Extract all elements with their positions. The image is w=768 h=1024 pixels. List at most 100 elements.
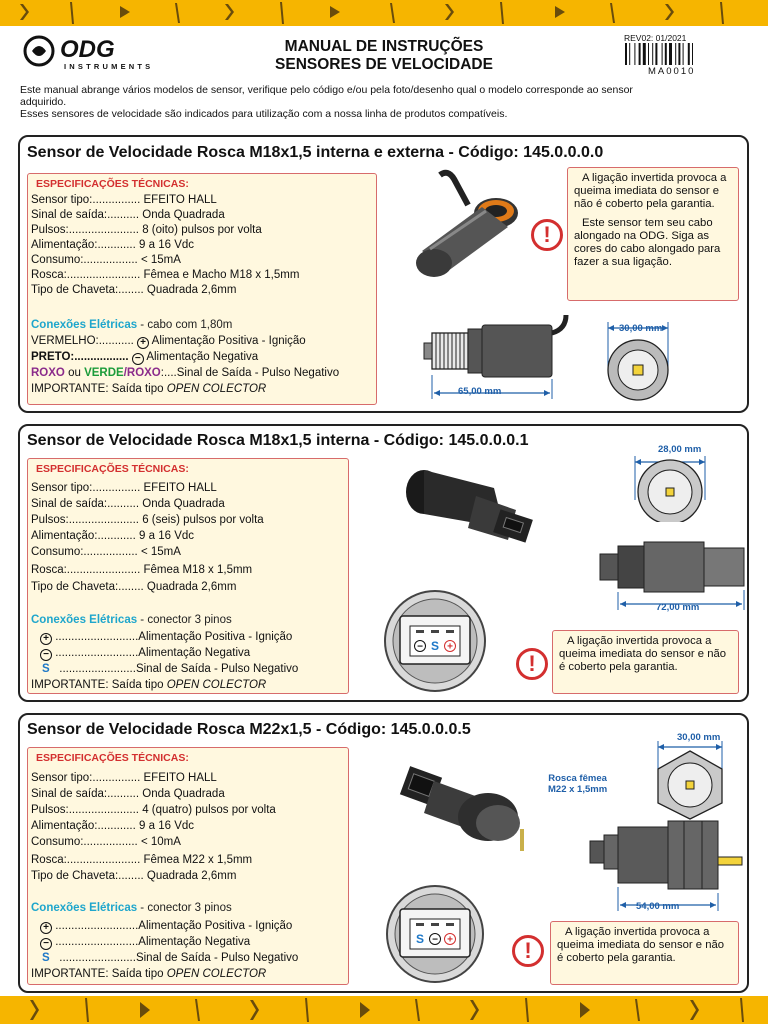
- page-title-line-2: SENSORES DE VELOCIDADE: [275, 56, 493, 73]
- length-dimension: 72,00 mm: [656, 602, 700, 613]
- intro-text: Este manual abrange vários modelos de se…: [20, 84, 740, 121]
- section-title: Sensor de Velocidade Rosca M18x1,5 inter…: [27, 144, 604, 161]
- spec-row-pulses: Pulsos:...................... 4 (quatro)…: [31, 804, 276, 816]
- spec-row-output: Sinal de saída:.......... Onda Quadrada: [31, 788, 225, 800]
- plus-icon: +: [40, 922, 52, 934]
- intro-line-3: Esses sensores de velocidade são indicad…: [20, 108, 508, 121]
- important-note: IMPORTANTE: Saída tipo OPEN COLECTOR: [31, 383, 267, 395]
- document-code: MA0010: [648, 66, 696, 77]
- signal-icon: S: [42, 663, 50, 675]
- warning-text: A ligação invertida provoca a queima ime…: [559, 635, 727, 673]
- warning-icon: !: [531, 219, 563, 251]
- spec-row-thread: Rosca:....................... Fêmea M22 …: [31, 854, 253, 866]
- spec-row-consumption: Consumo:................. < 10mA: [31, 836, 181, 848]
- conn-row-red: VERMELHO:........... + Alimentação Posit…: [31, 335, 306, 349]
- sensor-card-145-0-0-0-0: Sensor de Velocidade Rosca M18x1,5 inter…: [18, 135, 749, 413]
- warning-text: A ligação invertida provoca a queima ime…: [557, 926, 725, 964]
- section-title: Sensor de Velocidade Rosca M22x1,5 - Cód…: [27, 721, 471, 738]
- conn-row-signal: S ........................Sinal de Saída…: [42, 663, 299, 675]
- revision-label: REV02: 01/2021: [624, 33, 687, 43]
- pin-3-label: +: [447, 935, 453, 946]
- sensor-side-drawing: [599, 541, 745, 610]
- pin-3-label: +: [447, 642, 453, 653]
- connector-pinout-drawing: − S +: [384, 590, 486, 692]
- length-dimension: 54,00 mm: [636, 901, 680, 912]
- sensor-front-view: [657, 741, 723, 820]
- warning-icon: !: [512, 935, 544, 967]
- warning-box: A ligação invertida provoca a queima ime…: [550, 921, 739, 985]
- important-note: IMPORTANTE: Saída tipo OPEN COLECTOR: [31, 968, 267, 980]
- warning-box: A ligação invertida provoca a queima ime…: [552, 630, 739, 694]
- spec-row-thread: Rosca:....................... Fêmea M18 …: [31, 564, 253, 576]
- spec-row-consumption: Consumo:................. < 15mA: [31, 254, 181, 266]
- spec-row-key: Tipo de Chaveta:........ Quadrada 2,6mm: [31, 870, 237, 882]
- signal-icon: S: [42, 952, 50, 964]
- connections-heading: Conexões Elétricas - conector 3 pinos: [31, 902, 232, 914]
- minus-icon: −: [40, 938, 52, 950]
- conn-row-positive: + ..........................Alimentação …: [40, 919, 292, 935]
- spec-row-thread: Rosca:....................... Fêmea e Ma…: [31, 269, 300, 281]
- spec-row-power: Alimentação:............ 9 a 16 Vdc: [31, 820, 195, 832]
- conn-row-black: PRETO:................. − Alimentação Ne…: [31, 351, 259, 365]
- important-note: IMPORTANTE: Saída tipo OPEN COLECTOR: [31, 679, 267, 691]
- diameter-dimension: 30,00 mm: [677, 732, 721, 743]
- connections-heading: Conexões Elétricas - conector 3 pinos: [31, 614, 232, 626]
- extended-cable-note: Este sensor tem seu cabo alongado na ODG…: [574, 217, 721, 268]
- conn-row-negative: − ..........................Alimentação …: [40, 646, 250, 662]
- intro-line-2: adquirido.: [20, 96, 67, 109]
- warning-box: A ligação invertida provoca a queima ime…: [567, 167, 739, 301]
- conn-row-positive: + ..........................Alimentação …: [40, 630, 292, 646]
- spec-row-sensor-type: Sensor tipo:............... EFEITO HALL: [31, 772, 217, 784]
- bottom-decorative-band: [0, 996, 768, 1024]
- pin-1-label: −: [417, 642, 423, 653]
- conn-row-purple: ROXO ou VERDE/ROXO:....Sinal de Saída - …: [31, 367, 340, 379]
- spec-row-pulses: Pulsos:...................... 8 (oito) p…: [31, 224, 262, 236]
- thread-label: Rosca fêmea M22 x 1,5mm: [548, 773, 608, 795]
- spec-heading: ESPECIFICAÇÕES TÉCNICAS:: [36, 752, 189, 764]
- odg-logo: ODG INSTRUMENTS: [22, 34, 172, 74]
- page-title-line-1: MANUAL DE INSTRUÇÕES: [284, 38, 484, 55]
- plus-icon: +: [40, 633, 52, 645]
- spec-heading: ESPECIFICAÇÕES TÉCNICAS:: [36, 463, 189, 475]
- minus-icon: −: [131, 353, 144, 365]
- spec-row-power: Alimentação:............ 9 a 16 Vdc: [31, 239, 195, 251]
- plus-icon: +: [137, 337, 150, 349]
- intro-line-1: Este manual abrange vários modelos de se…: [20, 84, 633, 96]
- connector-pinout-drawing: S − +: [386, 885, 484, 983]
- sensor-photo: [416, 169, 518, 277]
- pin-1-label: S: [416, 932, 424, 946]
- barcode: [625, 43, 715, 65]
- spec-row-key: Tipo de Chaveta:........ Quadrada 2,6mm: [31, 284, 237, 296]
- sensor-front-view: [634, 456, 706, 522]
- diameter-dimension: 28,00 mm: [658, 444, 702, 455]
- spec-row-power: Alimentação:............ 9 a 16 Vdc: [31, 530, 195, 542]
- spec-box: ESPECIFICAÇÕES TÉCNICAS: Sensor tipo:...…: [27, 173, 377, 405]
- diameter-dimension: 30,00 mm: [619, 323, 663, 334]
- spec-box: ESPECIFICAÇÕES TÉCNICAS: Sensor tipo:...…: [27, 458, 349, 694]
- brand-name: ODG: [60, 36, 115, 63]
- sensor-side-drawing: [423, 314, 569, 399]
- spec-row-sensor-type: Sensor tipo:............... EFEITO HALL: [31, 482, 217, 494]
- sensor-card-145-0-0-0-5: Sensor de Velocidade Rosca M22x1,5 - Cód…: [18, 713, 749, 993]
- top-decorative-band: [0, 0, 768, 26]
- conn-row-negative: − ..........................Alimentação …: [40, 935, 250, 951]
- sensor-photo: [399, 766, 524, 851]
- spec-row-consumption: Consumo:................. < 15mA: [31, 546, 181, 558]
- spec-row-key: Tipo de Chaveta:........ Quadrada 2,6mm: [31, 581, 237, 593]
- warning-icon: !: [516, 648, 548, 680]
- warning-text: A ligação invertida provoca a queima ime…: [574, 172, 727, 210]
- section-title: Sensor de Velocidade Rosca M18x1,5 inter…: [27, 432, 529, 449]
- sensor-photo: [406, 470, 533, 543]
- spec-box: ESPECIFICAÇÕES TÉCNICAS: Sensor tipo:...…: [27, 747, 349, 985]
- spec-row-output: Sinal de saída:.......... Onda Quadrada: [31, 498, 225, 510]
- sensor-card-145-0-0-0-1: Sensor de Velocidade Rosca M18x1,5 inter…: [18, 424, 749, 702]
- brand-subtitle: INSTRUMENTS: [64, 62, 153, 71]
- spec-row-pulses: Pulsos:...................... 6 (seis) p…: [31, 514, 264, 526]
- length-dimension: 65,00 mm: [458, 386, 502, 397]
- pin-2-label: S: [431, 639, 439, 653]
- spec-row-output: Sinal de saída:.......... Onda Quadrada: [31, 209, 225, 221]
- pin-2-label: −: [432, 935, 438, 946]
- spec-row-sensor-type: Sensor tipo:............... EFEITO HALL: [31, 194, 217, 206]
- spec-heading: ESPECIFICAÇÕES TÉCNICAS:: [36, 178, 189, 190]
- sensor-front-view: [607, 322, 669, 401]
